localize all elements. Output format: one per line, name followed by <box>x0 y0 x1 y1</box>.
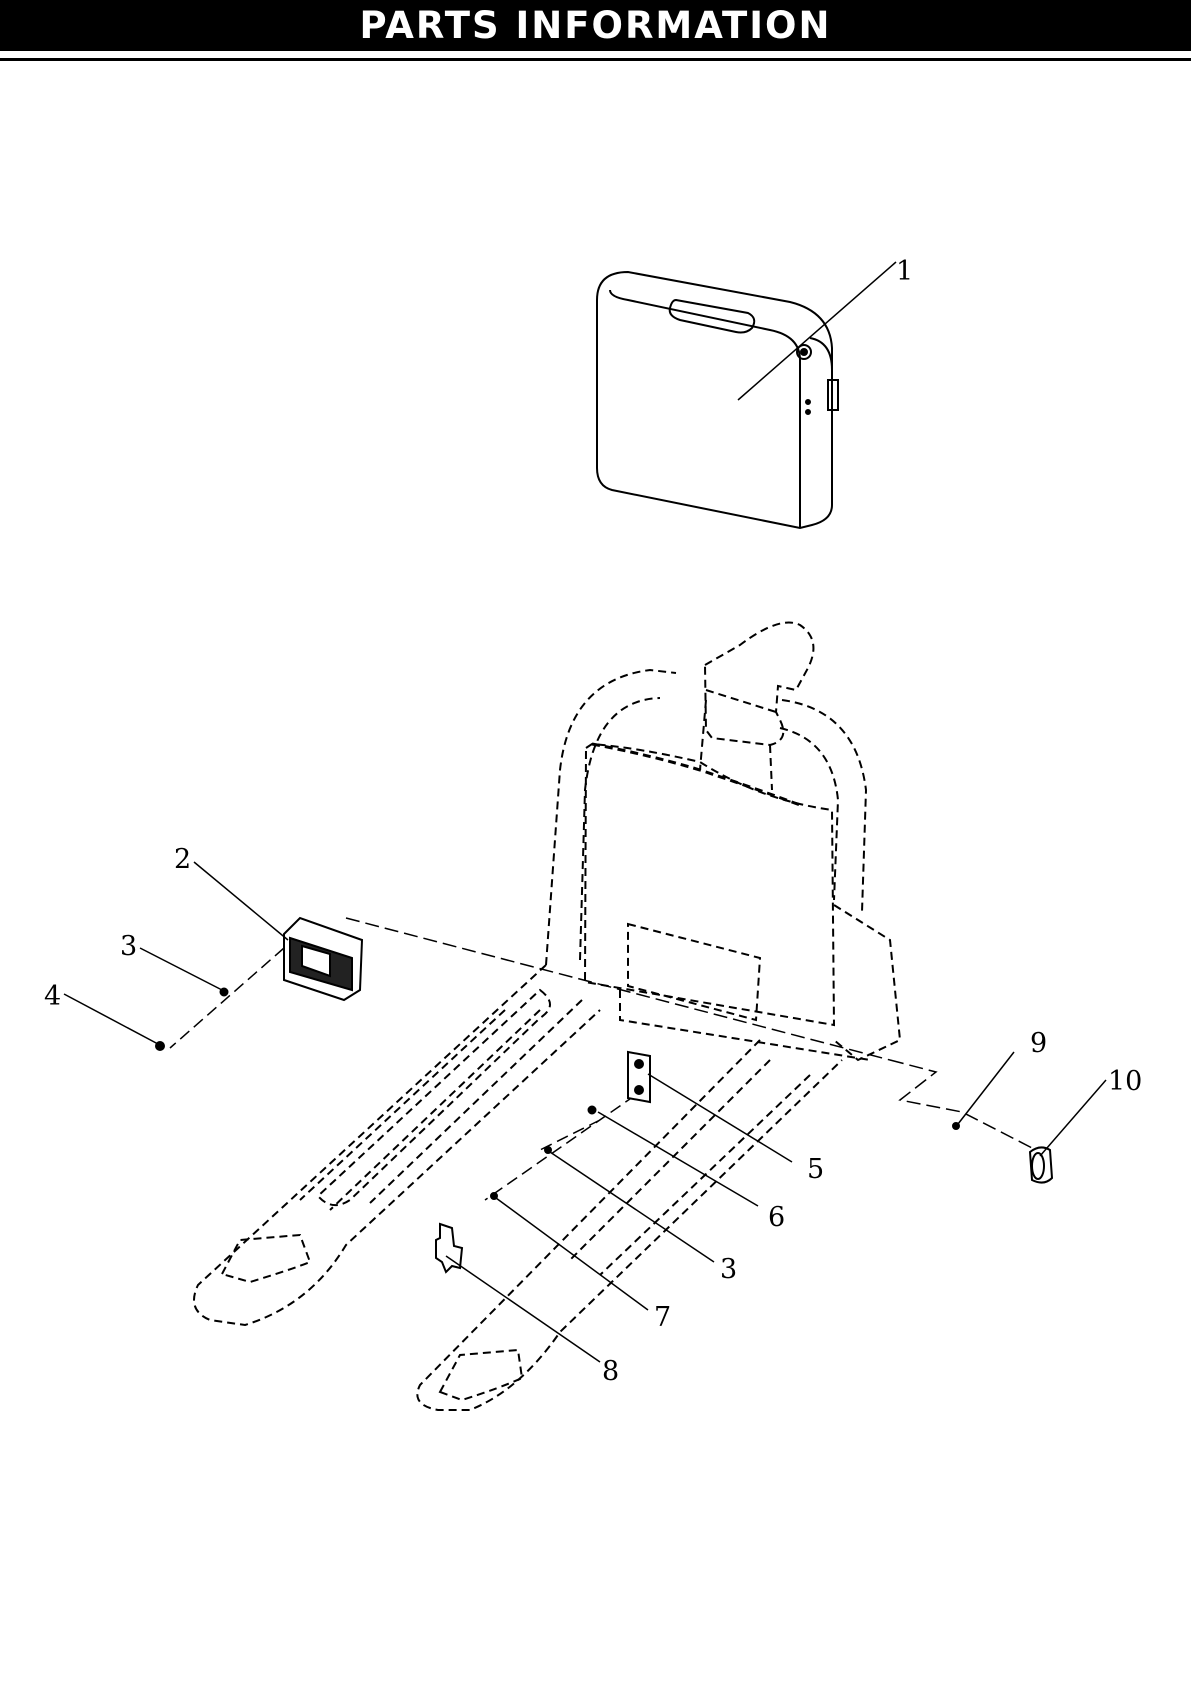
callout-7: 7 <box>654 1302 671 1333</box>
bracket-5-hole <box>635 1060 643 1068</box>
callout-6: 6 <box>768 1202 785 1233</box>
callout-9: 9 <box>1030 1028 1047 1059</box>
callout-10: 10 <box>1108 1066 1142 1097</box>
callout-8: 8 <box>602 1356 619 1387</box>
display-unit <box>284 918 362 1000</box>
small-hardware <box>156 989 1052 1273</box>
callout-3-right: 3 <box>720 1254 737 1285</box>
pallet-truck-frame <box>170 623 1036 1411</box>
callout-labels: 1 2 3 4 5 6 3 7 8 9 10 <box>44 256 1142 1387</box>
screw-6 <box>589 1107 596 1114</box>
callout-2: 2 <box>174 844 191 875</box>
callout-3-left: 3 <box>120 931 137 962</box>
callout-5: 5 <box>807 1154 824 1185</box>
callout-1: 1 <box>896 256 913 287</box>
callout-4: 4 <box>44 981 61 1012</box>
battery-box <box>597 272 838 528</box>
